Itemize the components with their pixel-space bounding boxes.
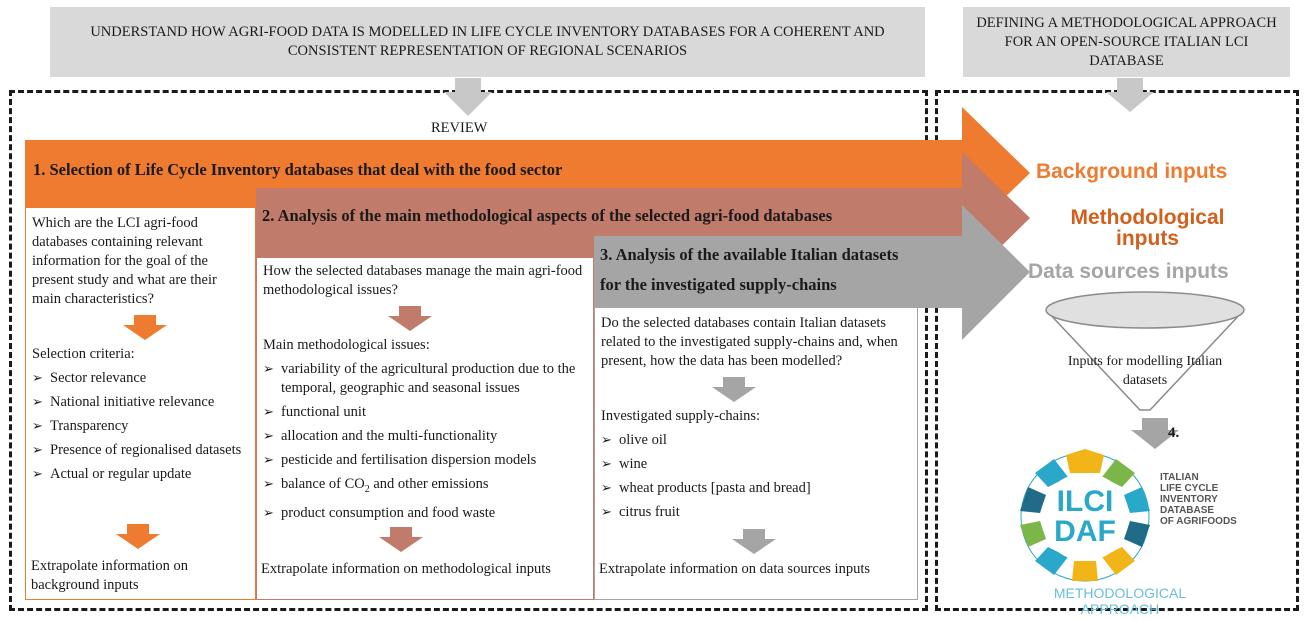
logo-ilci: ILCI: [1056, 485, 1114, 518]
logo-line: DATABASE: [1160, 505, 1215, 516]
review-label: REVIEW: [431, 120, 488, 136]
step2-issues-list: variability of the agricultural producti…: [263, 360, 587, 523]
step2-column: How the selected databases manage the ma…: [256, 258, 594, 600]
right-goal-text: DEFINING A METHODOLOGICAL APPROACH FOR A…: [976, 14, 1277, 69]
issue-item: balance of CO2 and other emissions: [263, 475, 587, 499]
step2-title: 2. Analysis of the main methodological a…: [262, 206, 833, 225]
step2-issues-label: Main methodological issues:: [263, 337, 430, 353]
chain-item: olive oil: [601, 431, 911, 450]
issue-item: functional unit: [263, 403, 587, 422]
issue-item: product consumption and food waste: [263, 504, 587, 523]
chain-item: wine: [601, 455, 911, 474]
step3-column: Do the selected databases contain Italia…: [594, 308, 918, 600]
co2-label: balance of CO: [281, 476, 365, 492]
step1-down-arrow-2: [116, 524, 160, 549]
co2-subscript: 2: [364, 483, 370, 495]
issue-item: allocation and the multi-functionality: [263, 427, 587, 446]
logo-line: INVENTORY: [1160, 494, 1218, 505]
logo-ring: [1020, 449, 1150, 582]
chain-item: wheat products [pasta and bread]: [601, 479, 911, 498]
step2-down-arrow-1: [388, 306, 432, 331]
data-sources-inputs-label: Data sources inputs: [1028, 260, 1229, 283]
background-inputs-label: Background inputs: [1036, 160, 1228, 183]
step3-title-line2: for the investigated supply-chains: [600, 275, 837, 294]
step1-title: 1. Selection of Life Cycle Inventory dat…: [33, 160, 563, 179]
step1-criteria-list: Sector relevance National initiative rel…: [32, 369, 249, 484]
main-goal-box: UNDERSTAND HOW AGRI-FOOD DATA IS MODELLE…: [50, 7, 925, 77]
logo-line: OF AGRIFOODS: [1160, 516, 1237, 527]
issue-item: variability of the agricultural producti…: [263, 360, 587, 398]
co2-rest: and other emissions: [369, 476, 489, 492]
review-down-arrow: [444, 78, 492, 116]
step1-criteria-label: Selection criteria:: [32, 346, 135, 362]
criterion-item: National initiative relevance: [32, 393, 249, 412]
main-goal-text: UNDERSTAND HOW AGRI-FOOD DATA IS MODELLE…: [90, 24, 885, 59]
step1-question: Which are the LCI agri-food databases co…: [32, 215, 217, 307]
step3-question: Do the selected databases contain Italia…: [601, 315, 898, 369]
issue-item: pesticide and fertilisation dispersion m…: [263, 451, 587, 470]
logo-text: ITALIAN LIFE CYCLE INVENTORY DATABASE OF…: [1160, 472, 1237, 527]
funnel: [1045, 291, 1245, 411]
chain-item: citrus fruit: [601, 503, 911, 522]
step2-question: How the selected databases manage the ma…: [263, 263, 583, 298]
methodological-approach-label: METHODOLOGICAL APPROACH: [1053, 585, 1187, 617]
step3-title-line1: 3. Analysis of the available Italian dat…: [600, 245, 899, 264]
step4-label: 4.: [1168, 425, 1180, 441]
step3-chains-list: olive oil wine wheat products [pasta and…: [601, 431, 911, 522]
criterion-item: Transparency: [32, 417, 249, 436]
logo-line: ITALIAN: [1160, 472, 1199, 483]
step1-down-arrow-1: [123, 315, 167, 340]
criterion-item: Presence of regionalised datasets: [32, 441, 249, 460]
funnel-text: Inputs for modelling Italian datasets: [1067, 354, 1223, 388]
step3-arrow: [594, 205, 1030, 340]
approach-down-arrow: [1106, 78, 1154, 112]
criterion-item: Sector relevance: [32, 369, 249, 388]
step1-output: Extrapolate information on background in…: [31, 558, 189, 593]
step2-down-arrow-2: [379, 527, 423, 552]
criterion-item: Actual or regular update: [32, 465, 249, 484]
step3-down-arrow-2: [732, 529, 776, 554]
logo-line: LIFE CYCLE: [1160, 483, 1219, 494]
ilcidaf-logo: [1020, 449, 1150, 582]
step3-title: 3. Analysis of the available Italian dat…: [600, 240, 898, 300]
step3-chains-label: Investigated supply-chains:: [601, 408, 761, 424]
step2-output: Extrapolate information on methodologica…: [261, 561, 551, 577]
step3-output: Extrapolate information on data sources …: [599, 561, 870, 577]
right-goal-box: DEFINING A METHODOLOGICAL APPROACH FOR A…: [963, 7, 1290, 77]
step3-down-arrow-1: [712, 377, 756, 402]
methodological-inputs-label: Methodological inputs: [1070, 206, 1225, 250]
logo-daf: DAF: [1054, 515, 1116, 548]
step4-arrow: [1131, 418, 1179, 449]
